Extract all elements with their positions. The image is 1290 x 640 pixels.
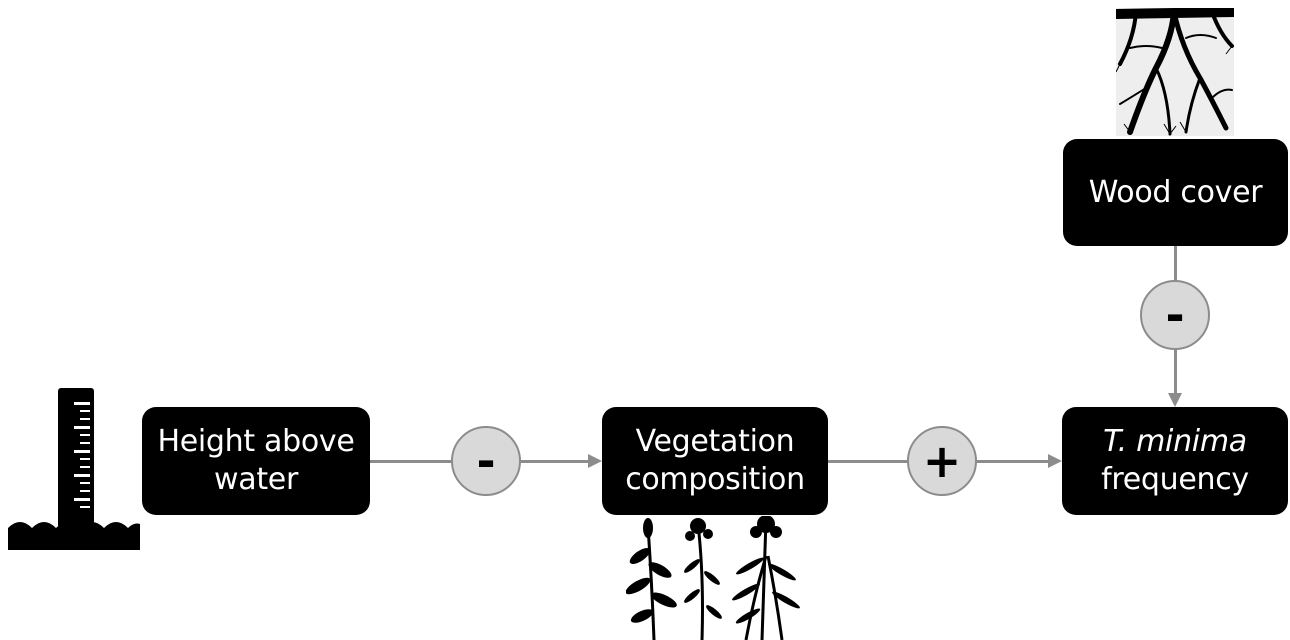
sign-label: - [1165,288,1185,342]
node-vegetation-composition: Vegetation composition [602,407,828,515]
node-wood-cover: Wood cover [1063,139,1288,246]
node-label: Vegetation [635,424,795,459]
arrowhead [1048,454,1062,468]
water-gauge-icon [8,388,140,550]
arrowhead [588,454,602,468]
arrowhead [1168,393,1182,407]
node-label: composition [625,462,805,497]
negative-sign-badge: - [451,426,521,496]
node-label: T. minima [1103,424,1247,459]
node-label: Height above [157,424,355,459]
node-label: frequency [1101,462,1249,497]
negative-sign-badge: - [1140,280,1210,350]
node-tminima-frequency: T. minima frequency [1062,407,1288,515]
node-label: water [214,462,298,497]
sign-label: + [922,434,962,488]
positive-sign-badge: + [907,426,977,496]
node-height-above-water: Height above water [142,407,370,515]
plants-icon [626,516,800,640]
sign-label: - [476,434,496,488]
tree-canopy-icon [1116,8,1234,136]
node-label: Wood cover [1088,174,1263,210]
